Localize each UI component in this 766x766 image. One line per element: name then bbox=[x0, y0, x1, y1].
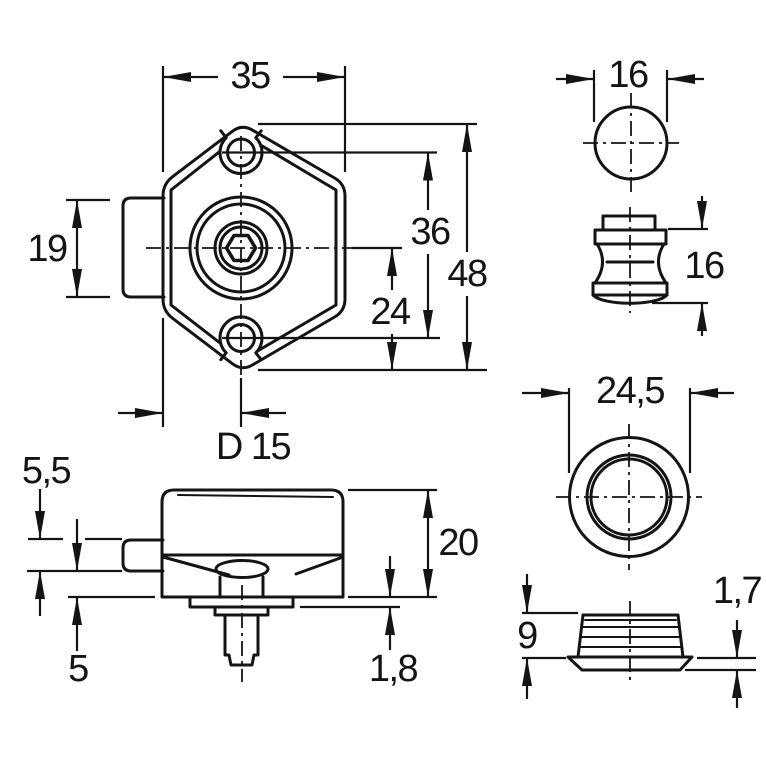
striker-cap bbox=[601, 214, 657, 232]
faceplate-outer-outline bbox=[161, 125, 347, 370]
ring-inner-circle-1 bbox=[585, 453, 673, 541]
dim-label-body-depth: 20 bbox=[438, 522, 478, 564]
dim-label-tongue-to-base: 5 bbox=[68, 648, 88, 690]
lock-side-view bbox=[121, 488, 345, 682]
front-view-dimensions: 35 19 36 48 24 bbox=[27, 55, 488, 468]
trim-ring-view: 24,5 bbox=[522, 370, 734, 570]
dim-label-backset: D 15 bbox=[216, 426, 291, 468]
dim-hole-spacing: 36 bbox=[410, 152, 451, 338]
dim-tongue-to-base: 5 bbox=[68, 519, 90, 690]
dim-label-total-height: 48 bbox=[447, 253, 487, 295]
dim-width: 35 bbox=[161, 55, 347, 172]
dim-label-tongue-height: 5,5 bbox=[22, 450, 71, 492]
dim-bushing-rim-thickness: 1,7 bbox=[685, 570, 763, 708]
dim-body-depth: 20 bbox=[348, 488, 479, 599]
striker-waist-left bbox=[593, 242, 604, 285]
side-chamfer-right bbox=[294, 555, 345, 576]
side-view-dimensions: 5,5 5 20 1,8 bbox=[22, 450, 480, 690]
bushing-side-right bbox=[676, 613, 685, 659]
dim-latch-height: 19 bbox=[27, 198, 110, 299]
dim-bushing-height: 9 bbox=[517, 574, 578, 699]
push-button-side bbox=[214, 559, 270, 579]
spindle bbox=[223, 613, 260, 667]
striker-waist-right bbox=[657, 242, 668, 285]
dim-tongue-height: 5,5 bbox=[22, 450, 72, 616]
dim-backset: D 15 bbox=[118, 318, 292, 468]
dim-total-height: 48 bbox=[258, 122, 488, 372]
lock-front-view bbox=[121, 125, 352, 376]
spindle-hex-hole bbox=[224, 233, 258, 263]
dim-label-bushing-height: 9 bbox=[517, 615, 537, 657]
side-body-top-edge bbox=[177, 494, 334, 498]
dim-striker-height: 16 bbox=[652, 196, 725, 336]
dim-label-ring-diameter: 24,5 bbox=[596, 370, 664, 412]
dim-label-width: 35 bbox=[230, 55, 270, 97]
dim-label-striker-height: 16 bbox=[684, 245, 724, 287]
dim-label-flange-thickness: 1,8 bbox=[369, 648, 418, 690]
dim-label-latch-height: 19 bbox=[27, 228, 67, 270]
ring-inner-circle-2 bbox=[589, 457, 669, 537]
dim-center-to-bottom: 24 bbox=[352, 246, 412, 370]
dim-ring-diameter: 24,5 bbox=[522, 370, 734, 473]
dim-button-diameter: 16 bbox=[556, 54, 704, 122]
dim-label-bushing-rim-thickness: 1,7 bbox=[713, 570, 762, 612]
faceplate-inner-outline-left bbox=[169, 149, 223, 346]
dim-flange-thickness: 1,8 bbox=[300, 556, 419, 690]
latch-tongue-front bbox=[121, 196, 166, 299]
bushing-rim bbox=[566, 655, 694, 672]
dim-label-button-diameter: 16 bbox=[608, 54, 648, 96]
latch-tongue-side bbox=[121, 538, 165, 573]
bushing-side-left bbox=[576, 613, 585, 659]
dim-label-center-to-bottom: 24 bbox=[370, 291, 411, 333]
striker-view: 16 bbox=[591, 196, 725, 336]
dim-label-hole-spacing: 36 bbox=[410, 211, 450, 253]
side-body-outline bbox=[160, 488, 345, 599]
push-button-view: 16 bbox=[556, 54, 704, 193]
bushing-view: 9 1,7 bbox=[517, 570, 763, 708]
